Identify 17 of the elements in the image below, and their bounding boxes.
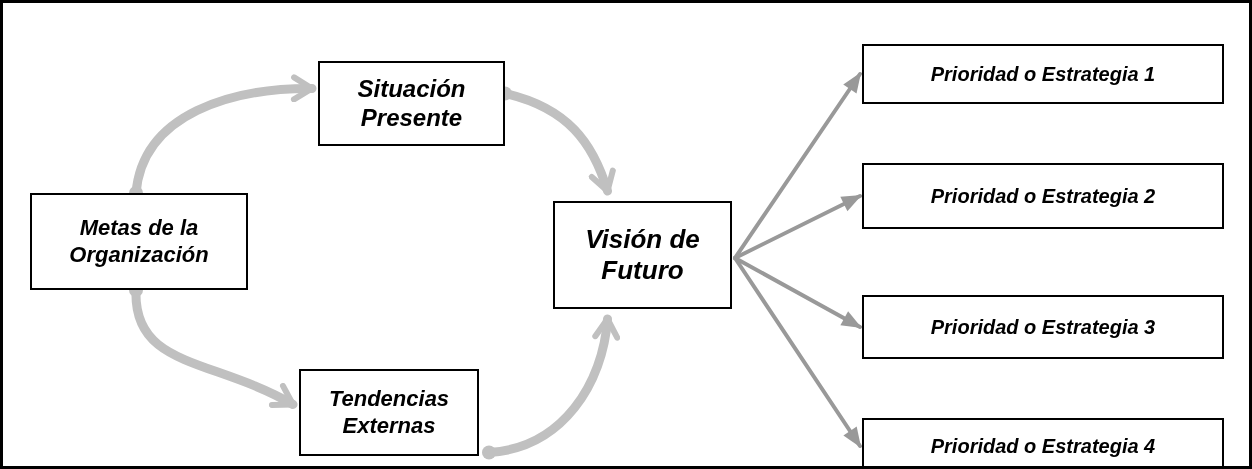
arrow — [482, 314, 620, 460]
process-box — [862, 163, 1224, 229]
box-label: Prioridad o Estrategia 2 — [930, 184, 1156, 208]
box-label: Situación Presente — [356, 74, 467, 133]
box-label: Prioridad o Estrategia 3 — [930, 315, 1156, 339]
process-box — [318, 61, 505, 146]
box-label: Metas de la Organización — [68, 215, 210, 268]
process-box — [862, 44, 1224, 104]
process-box — [862, 418, 1224, 466]
box-label: Tendencias Externas — [327, 386, 451, 439]
box-label: Visión de Futuro — [584, 223, 701, 287]
box-label: Prioridad o Estrategia 4 — [930, 434, 1156, 458]
process-box — [299, 369, 479, 456]
process-box — [553, 201, 732, 309]
box-label: Prioridad o Estrategia 1 — [930, 62, 1156, 86]
process-box — [862, 295, 1224, 359]
process-box — [30, 193, 248, 290]
